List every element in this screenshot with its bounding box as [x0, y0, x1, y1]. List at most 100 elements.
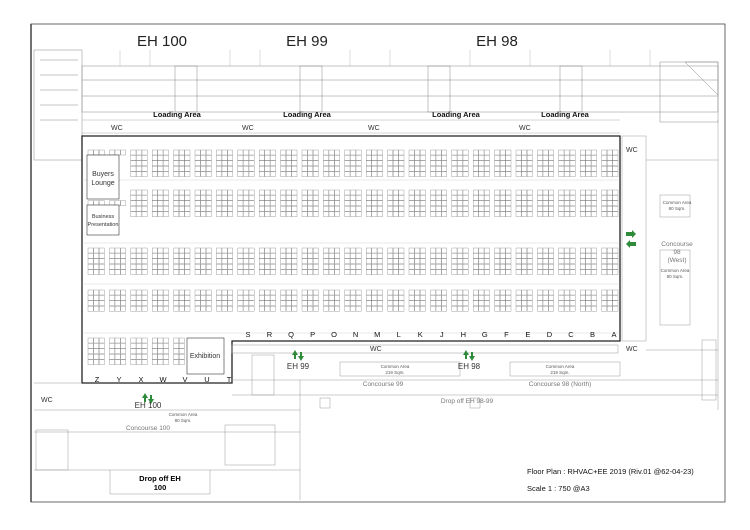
- booth: [580, 155, 586, 161]
- booth: [350, 306, 356, 312]
- booth: [206, 149, 212, 156]
- booth: [366, 289, 372, 296]
- booth: [243, 149, 249, 156]
- booth: [441, 253, 447, 259]
- booth: [194, 211, 201, 217]
- booth: [109, 348, 115, 354]
- booth: [451, 200, 458, 206]
- booth: [473, 306, 479, 312]
- booth: [200, 295, 206, 301]
- booth: [194, 269, 201, 275]
- booth: [93, 359, 99, 365]
- booth: [152, 195, 158, 201]
- common-area-3-label-2: 80 Sqm.: [669, 206, 686, 211]
- booth: [114, 306, 121, 312]
- booth: [441, 269, 447, 275]
- booth: [206, 166, 212, 172]
- booth: [430, 149, 436, 156]
- booth: [259, 189, 265, 196]
- booth: [114, 289, 121, 296]
- booth: [328, 189, 335, 196]
- booth: [307, 149, 313, 156]
- booth: [328, 300, 335, 306]
- booth: [521, 247, 527, 254]
- booth: [569, 195, 576, 201]
- booth: [114, 295, 121, 301]
- booth: [377, 195, 383, 201]
- exhibition-zone: [186, 337, 225, 375]
- booth: [280, 189, 286, 196]
- booth: [301, 289, 308, 296]
- booth: [505, 206, 512, 212]
- booth: [286, 195, 292, 201]
- booth: [194, 149, 201, 156]
- booth: [350, 149, 356, 156]
- booth: [435, 155, 442, 161]
- booth: [227, 211, 233, 217]
- booth: [580, 200, 586, 206]
- booth: [355, 300, 362, 306]
- booth: [601, 253, 607, 259]
- booth: [398, 269, 405, 275]
- booth: [200, 155, 206, 161]
- booth: [301, 171, 308, 177]
- booth: [344, 189, 351, 196]
- booth: [408, 253, 415, 259]
- booth: [109, 289, 115, 296]
- booth: [371, 258, 378, 264]
- wc-label: WC: [368, 125, 380, 132]
- booth: [548, 211, 554, 217]
- booth: [227, 149, 233, 156]
- booth: [216, 195, 222, 201]
- booth: [323, 253, 329, 259]
- booth: [87, 289, 94, 296]
- booth: [558, 247, 565, 254]
- booth: [505, 258, 512, 264]
- booth: [457, 264, 463, 270]
- booth: [334, 306, 340, 312]
- booth: [355, 200, 362, 206]
- booth: [301, 206, 308, 212]
- booth: [200, 247, 206, 254]
- booth: [564, 295, 570, 301]
- booth: [286, 211, 292, 217]
- booth: [457, 155, 463, 161]
- booth: [227, 247, 233, 254]
- entry-arrows-right: [626, 230, 636, 248]
- booth: [462, 300, 469, 306]
- lower-service-structure: [34, 344, 718, 500]
- booth: [313, 160, 319, 166]
- booth: [580, 189, 586, 196]
- booth: [227, 258, 233, 264]
- column-letter: E: [525, 330, 530, 339]
- booth: [237, 264, 244, 270]
- booth: [350, 211, 356, 217]
- booth: [243, 171, 249, 177]
- booth: [280, 211, 286, 217]
- booth: [542, 206, 549, 212]
- booth: [184, 166, 191, 172]
- booth: [377, 211, 383, 217]
- booth: [323, 264, 329, 270]
- booth: [494, 306, 500, 312]
- booth: [607, 253, 613, 259]
- booth: [398, 149, 405, 156]
- booth: [173, 306, 179, 312]
- entrance-eh99: EH 99: [287, 350, 310, 371]
- common-area-2-label-2: 219 Sqm.: [550, 370, 569, 375]
- booth: [243, 160, 249, 166]
- booth: [473, 247, 479, 254]
- booth: [152, 160, 158, 166]
- booth: [494, 171, 500, 177]
- entrance-eh98: EH 98: [458, 350, 481, 371]
- booth: [478, 149, 485, 156]
- booth: [136, 295, 142, 301]
- booth: [93, 295, 99, 301]
- booth: [184, 306, 191, 312]
- booth: [109, 359, 115, 365]
- booth: [462, 211, 469, 217]
- booth: [420, 160, 426, 166]
- booth: [473, 211, 479, 217]
